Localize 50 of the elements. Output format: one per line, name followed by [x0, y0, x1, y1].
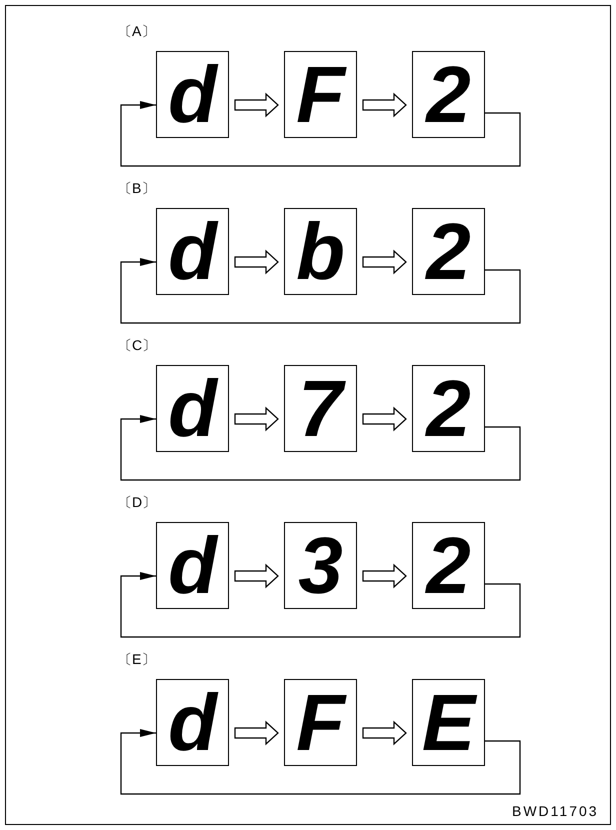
hollow-arrow	[362, 406, 407, 432]
display-box	[156, 365, 229, 452]
loop-arrow	[120, 101, 521, 167]
loop-arrow	[120, 258, 521, 324]
row-label: 〔E〕	[118, 652, 156, 666]
display-character: F	[296, 682, 345, 762]
hollow-arrow	[234, 406, 279, 432]
loop-arrow	[120, 415, 521, 481]
display-box	[284, 365, 357, 452]
row-label: 〔B〕	[118, 181, 156, 195]
display-character: d	[168, 682, 217, 762]
display-box	[156, 51, 229, 138]
display-character: 2	[426, 212, 471, 292]
row-label: 〔C〕	[118, 338, 156, 352]
display-box	[284, 679, 357, 766]
display-box	[412, 365, 485, 452]
display-character: d	[168, 368, 217, 448]
row-label: 〔A〕	[118, 24, 156, 38]
display-box	[412, 679, 485, 766]
display-character: E	[422, 682, 476, 762]
display-box	[412, 208, 485, 295]
display-character: d	[168, 212, 217, 292]
display-box	[284, 208, 357, 295]
display-character: b	[296, 212, 345, 292]
hollow-arrow	[362, 92, 407, 118]
hollow-arrow	[362, 720, 407, 746]
hollow-arrow	[234, 92, 279, 118]
display-box	[156, 679, 229, 766]
display-box	[156, 522, 229, 609]
hollow-arrow	[362, 564, 407, 588]
drawing-code: BWD11703	[512, 804, 599, 818]
display-box	[284, 51, 357, 138]
loop-arrow	[120, 729, 521, 795]
row-label: 〔D〕	[118, 495, 156, 509]
hollow-arrow	[362, 250, 407, 274]
hollow-arrow	[234, 564, 279, 588]
display-character: 3	[298, 526, 343, 606]
display-box	[412, 522, 485, 609]
display-character: 2	[426, 368, 471, 448]
hollow-arrow	[234, 720, 279, 746]
display-box	[156, 208, 229, 295]
display-character: 2	[426, 526, 471, 606]
display-box	[412, 51, 485, 138]
display-character: F	[296, 54, 345, 134]
hollow-arrow	[234, 250, 279, 274]
display-character: d	[168, 526, 217, 606]
loop-arrow	[120, 572, 521, 638]
display-character: d	[168, 54, 217, 134]
display-character: 2	[426, 54, 471, 134]
display-box	[284, 522, 357, 609]
